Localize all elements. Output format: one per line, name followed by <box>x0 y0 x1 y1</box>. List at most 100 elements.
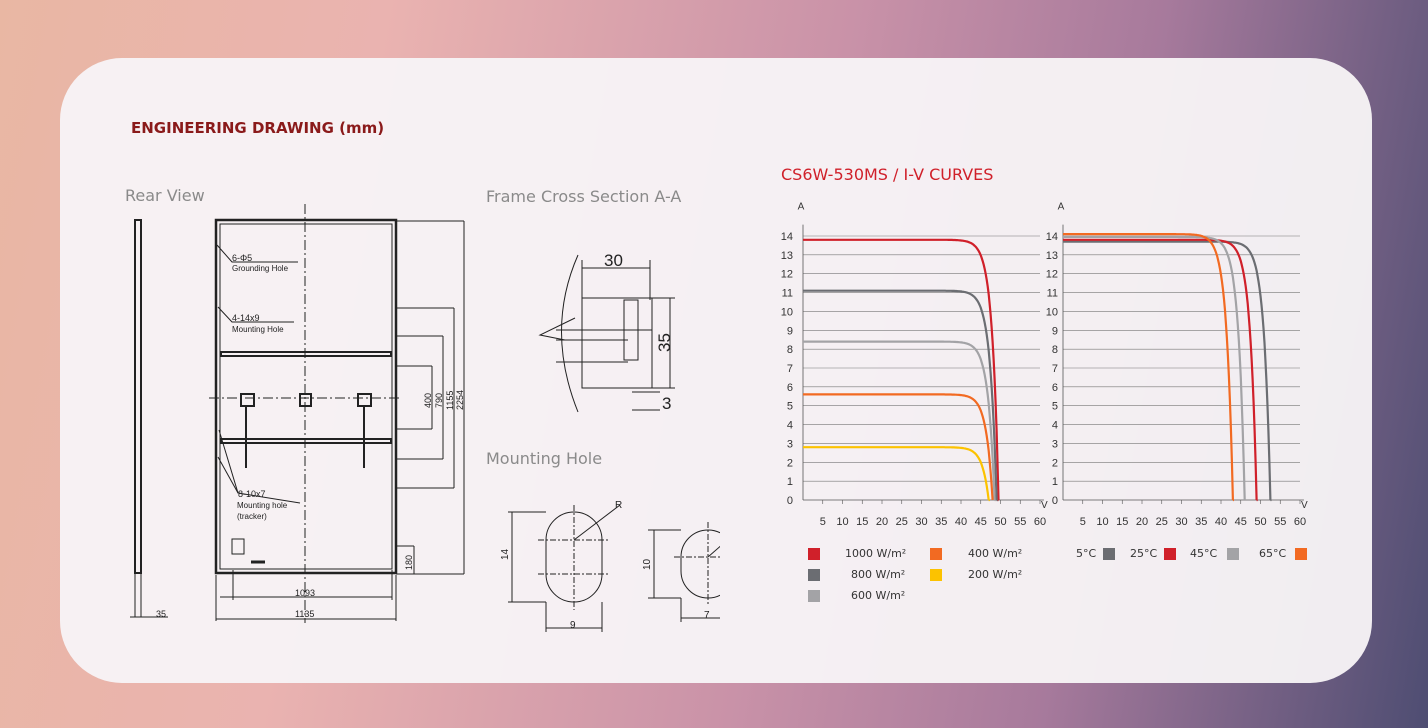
x-tick-label: 60 <box>1034 516 1046 528</box>
x-tick-label: 25 <box>896 516 908 528</box>
y-tick-label: 7 <box>787 363 793 375</box>
y-tick-label: 0 <box>787 495 793 507</box>
x-tick-label: 5 <box>1080 516 1086 528</box>
legend-label: 1000 W/m² <box>845 547 907 560</box>
y-tick-label: 9 <box>1052 325 1058 337</box>
y-tick-label: 7 <box>1052 363 1058 375</box>
y-tick-label: 1 <box>1052 476 1058 488</box>
x-tick-label: 30 <box>1175 516 1187 528</box>
grounding-hole-count: 6-Φ5 <box>232 253 252 263</box>
y-tick-label: 9 <box>787 325 793 337</box>
dim-3: 3 <box>662 394 671 413</box>
y-tick-label: 12 <box>781 269 793 281</box>
legend-label: 65°C <box>1259 547 1287 560</box>
y-tick-label: 6 <box>787 382 793 394</box>
dim-180: 180 <box>404 555 414 570</box>
series-line-25c <box>1063 238 1258 502</box>
y-tick-label: 13 <box>1046 250 1058 262</box>
x-tick-label: 50 <box>994 516 1006 528</box>
x-tick-label: 40 <box>1215 516 1227 528</box>
tracker-hole-label: Mounting hole <box>237 501 288 510</box>
dim-35: 35 <box>156 609 166 619</box>
dim-9: 9 <box>570 620 576 631</box>
tracker-hole-count: 8-10x7 <box>238 489 266 499</box>
x-tick-label: 15 <box>856 516 868 528</box>
x-tick-label: 55 <box>1274 516 1286 528</box>
series-line-800wm <box>803 289 998 502</box>
series-line-600wm <box>803 340 996 502</box>
legend-swatch <box>1164 548 1176 560</box>
y-tick-label: 3 <box>787 438 793 450</box>
dim-1093: 1093 <box>295 588 315 598</box>
dim-1155: 1155 <box>445 391 455 410</box>
mounting-hole-text: Mounting Hole <box>232 325 284 334</box>
x-axis-label: V <box>1301 500 1308 511</box>
dim-400: 400 <box>423 393 433 408</box>
dim-790: 790 <box>434 393 444 408</box>
dim-7: 7 <box>704 610 710 621</box>
y-tick-label: 3 <box>1052 438 1058 450</box>
legend-label: 600 W/m² <box>851 589 906 602</box>
content-card <box>60 58 1372 683</box>
dim-10: 10 <box>642 558 653 570</box>
y-tick-label: 0 <box>1052 495 1058 507</box>
cross-section-label: Frame Cross Section A-A <box>486 187 682 206</box>
y-tick-label: 8 <box>1052 344 1058 356</box>
legend-label: 200 W/m² <box>968 568 1023 581</box>
legend-swatch <box>930 548 942 560</box>
legend-swatch <box>1295 548 1307 560</box>
x-axis-label: V <box>1041 500 1048 511</box>
x-tick-label: 10 <box>1096 516 1108 528</box>
legend-swatch <box>1227 548 1239 560</box>
y-tick-label: 8 <box>787 344 793 356</box>
x-tick-label: 45 <box>975 516 987 528</box>
mounting-hole-count: 4-14x9 <box>232 313 260 323</box>
legend-swatch <box>808 569 820 581</box>
legend-swatch <box>808 590 820 602</box>
grounding-hole-label: Grounding Hole <box>232 264 289 273</box>
legend-label: 45°C <box>1190 547 1218 560</box>
y-tick-label: 6 <box>1052 382 1058 394</box>
series-line-400wm <box>803 393 994 501</box>
x-tick-label: 40 <box>955 516 967 528</box>
rear-view-label: Rear View <box>125 186 205 205</box>
x-tick-label: 25 <box>1156 516 1168 528</box>
x-tick-label: 50 <box>1254 516 1266 528</box>
y-tick-label: 11 <box>1047 288 1058 300</box>
radius-a: R <box>615 500 622 511</box>
dim-14: 14 <box>500 548 511 560</box>
y-tick-label: 14 <box>781 231 793 243</box>
series-line-200wm <box>803 446 990 502</box>
y-tick-label: 10 <box>1046 306 1058 318</box>
legend-label: 800 W/m² <box>851 568 906 581</box>
x-tick-label: 5 <box>820 516 826 528</box>
x-tick-label: 15 <box>1116 516 1128 528</box>
tracker-hole-label2: (tracker) <box>237 512 267 521</box>
y-tick-label: 5 <box>1052 401 1058 413</box>
x-tick-label: 35 <box>935 516 947 528</box>
dim-2254: 2254 <box>455 390 465 410</box>
legend-swatch <box>1103 548 1115 560</box>
series-line-45c <box>1063 235 1246 501</box>
legend-label: 25°C <box>1130 547 1158 560</box>
x-tick-label: 30 <box>915 516 927 528</box>
frame-cross-section <box>538 254 675 413</box>
x-tick-label: 35 <box>1195 516 1207 528</box>
y-tick-label: 4 <box>787 420 793 432</box>
legend-swatch <box>930 569 942 581</box>
series-line-5c <box>1063 240 1272 502</box>
y-tick-label: 2 <box>1052 457 1058 469</box>
dim-30: 30 <box>604 251 623 270</box>
legend-label: 5°C <box>1076 547 1097 560</box>
y-tick-label: 10 <box>781 306 793 318</box>
x-tick-label: 45 <box>1235 516 1247 528</box>
series-line-1000wm <box>803 238 1000 502</box>
series-line-65c <box>1063 232 1235 502</box>
legend-swatch <box>808 548 820 560</box>
y-axis-label: A <box>798 202 805 213</box>
y-tick-label: 5 <box>787 401 793 413</box>
y-tick-label: 14 <box>1046 231 1058 243</box>
